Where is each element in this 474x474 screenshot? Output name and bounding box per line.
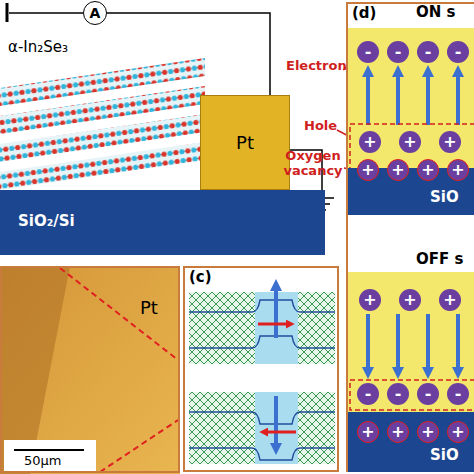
annotation-label: ON s — [416, 5, 455, 20]
scale-bar — [14, 449, 84, 451]
electron-charge: - — [447, 41, 469, 63]
annotation-label: Hole — [304, 118, 337, 133]
ammeter-symbol: A — [83, 1, 107, 25]
annotation-label: Pt — [140, 300, 158, 315]
contact-region — [298, 292, 335, 364]
annotation-label: 50μm — [24, 453, 61, 468]
vacancy-charge: + — [357, 159, 379, 181]
polarization-arrow — [274, 396, 278, 446]
field-arrow — [456, 314, 460, 370]
field-arrows — [368, 74, 458, 370]
hole-charge: + — [439, 131, 461, 153]
node-text: + — [443, 134, 456, 150]
node-text: + — [403, 134, 416, 150]
vacancy-charge: + — [387, 159, 409, 181]
field-arrow — [456, 74, 460, 125]
vacancy-charge: + — [357, 421, 379, 443]
node-text: SiO — [430, 190, 459, 205]
electron-charge: - — [447, 383, 469, 405]
electron-charge: - — [357, 383, 379, 405]
node-text: + — [451, 424, 464, 440]
node-text: Pt — [236, 134, 254, 152]
atomic-layer — [0, 58, 205, 106]
node-text: SiO — [430, 448, 459, 463]
node-text: - — [455, 44, 462, 60]
vacancy-charge: + — [417, 421, 439, 443]
node-text: + — [421, 162, 434, 178]
scale-box — [4, 440, 96, 471]
node-text: + — [391, 162, 404, 178]
hole-charge: + — [359, 289, 381, 311]
contact-region — [189, 292, 255, 364]
electron-charge: - — [417, 383, 439, 405]
edge-dashed-line — [100, 420, 178, 472]
band-line — [189, 412, 335, 460]
field-arrow — [426, 314, 430, 370]
node-text: + — [391, 424, 404, 440]
node-text: + — [421, 424, 434, 440]
hole-charge: + — [399, 289, 421, 311]
node-text: - — [425, 386, 432, 402]
hole-charge: + — [359, 131, 381, 153]
optical-image — [0, 266, 180, 474]
panel-frame: (d) - - - - + + + + + + + SiO + + + - - - - + + + + SiO — [346, 2, 474, 472]
electron-charge: - — [387, 41, 409, 63]
node-text: - — [395, 386, 402, 402]
edge-dashed-line — [60, 268, 178, 360]
node-text: + — [403, 292, 416, 308]
node-text: SiO₂/Si — [18, 214, 75, 229]
node-text: - — [365, 44, 372, 60]
node-text: (d) — [352, 6, 376, 21]
vacancy-charge: + — [447, 421, 469, 443]
polarization-arrow — [266, 431, 296, 434]
annotation-label: Electron — [286, 58, 347, 73]
node-text: α-In₂Se₃ — [8, 40, 68, 55]
band-line — [189, 300, 335, 348]
channel-region — [255, 392, 298, 464]
polarization-arrow — [274, 288, 278, 338]
node-text: - — [425, 44, 432, 60]
panel-frame — [1, 267, 179, 472]
field-arrow — [366, 314, 370, 370]
field-arrow — [366, 74, 370, 125]
node-text: + — [451, 162, 464, 178]
node-text: + — [363, 134, 376, 150]
node-text: + — [361, 424, 374, 440]
panel-frame: (c) — [183, 266, 339, 472]
node-text: + — [363, 292, 376, 308]
wire — [9, 12, 83, 14]
field-arrow — [396, 74, 400, 125]
hole-charge: + — [439, 289, 461, 311]
battery-symbol — [6, 3, 9, 22]
contact-region — [298, 392, 335, 464]
substrate-layer: SiO₂/Si — [0, 190, 325, 255]
field-arrow — [396, 314, 400, 370]
vacancy-charge: + — [447, 159, 469, 181]
charge-region — [350, 380, 474, 410]
node-text: + — [361, 162, 374, 178]
electrode-pad: Pt — [200, 95, 290, 190]
annotation-label: Oxygen vacancy — [280, 148, 346, 178]
electron-charge: - — [417, 41, 439, 63]
electron-charge: - — [357, 41, 379, 63]
node-text: - — [455, 386, 462, 402]
contact-region — [189, 392, 255, 464]
annotation-label: OFF s — [416, 252, 463, 267]
node-text: - — [365, 386, 372, 402]
vacancy-charge: + — [417, 159, 439, 181]
electron-charge: - — [387, 383, 409, 405]
node-text: + — [443, 292, 456, 308]
vacancy-charge: + — [387, 421, 409, 443]
node-text: (c) — [189, 270, 212, 285]
node-text: A — [90, 6, 101, 20]
node-text: - — [395, 44, 402, 60]
hole-charge: + — [399, 131, 421, 153]
field-arrow — [426, 74, 430, 125]
polarization-arrow — [258, 323, 288, 326]
wire-connector — [107, 13, 270, 95]
crystal-flake: α-In₂Se₃ — [0, 40, 205, 190]
crystal-lattice — [0, 58, 205, 190]
